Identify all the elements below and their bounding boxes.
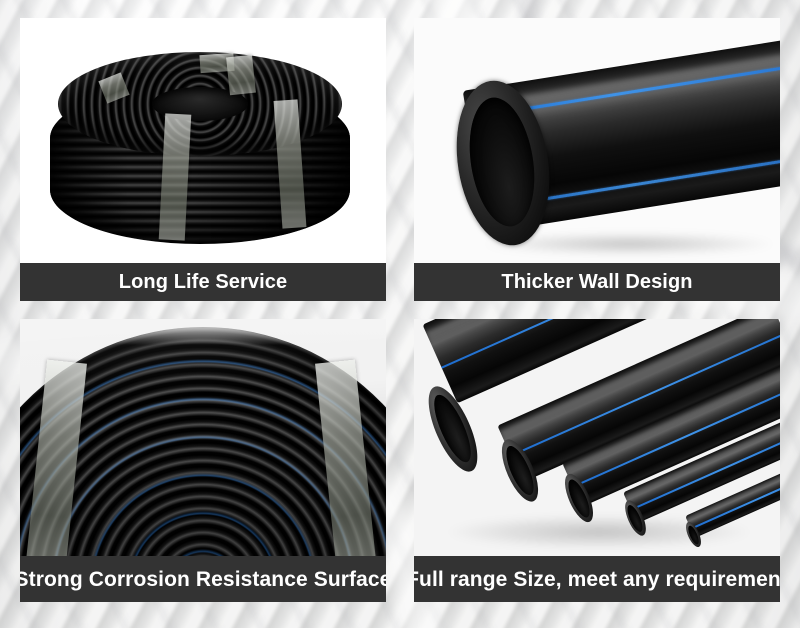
feature-caption-bar: Thicker Wall Design (414, 263, 780, 301)
pipe-coil (50, 48, 350, 248)
single-pipe-illustration (414, 18, 780, 263)
feature-caption-bar: Strong Corrosion Resistance Surface (20, 556, 386, 602)
feature-card-thicker-wall-design[interactable]: Thicker Wall Design (414, 18, 780, 301)
pipe-ground-shadow (484, 233, 774, 255)
product-photo-pipe-coil-roll (20, 18, 386, 263)
feature-caption-bar: Long Life Service (20, 263, 386, 301)
feature-caption-bar: Full range Size, meet any requirement (414, 556, 780, 602)
pipe-coil-illustration (20, 18, 386, 263)
feature-caption-text: Thicker Wall Design (501, 271, 693, 293)
pipe-size-range-illustration (414, 319, 780, 556)
coil-closeup-top-fade (20, 319, 386, 345)
pipe-coil-strap-right-top (226, 54, 256, 96)
product-photo-coil-closeup (20, 319, 386, 556)
feature-card-corrosion-resistance[interactable]: Strong Corrosion Resistance Surface (20, 319, 386, 602)
coil-closeup-illustration (20, 319, 386, 556)
feature-card-grid: Long Life Service Thicker Wall Desig (20, 18, 780, 602)
feature-caption-text: Strong Corrosion Resistance Surface (20, 567, 386, 591)
feature-caption-text: Long Life Service (118, 271, 288, 293)
product-photo-pipe-size-range (414, 319, 780, 556)
feature-caption-text: Full range Size, meet any requirement (414, 567, 780, 591)
product-photo-single-pipe (414, 18, 780, 263)
feature-card-full-range-size[interactable]: Full range Size, meet any requirement (414, 319, 780, 602)
feature-card-long-life-service[interactable]: Long Life Service (20, 18, 386, 301)
